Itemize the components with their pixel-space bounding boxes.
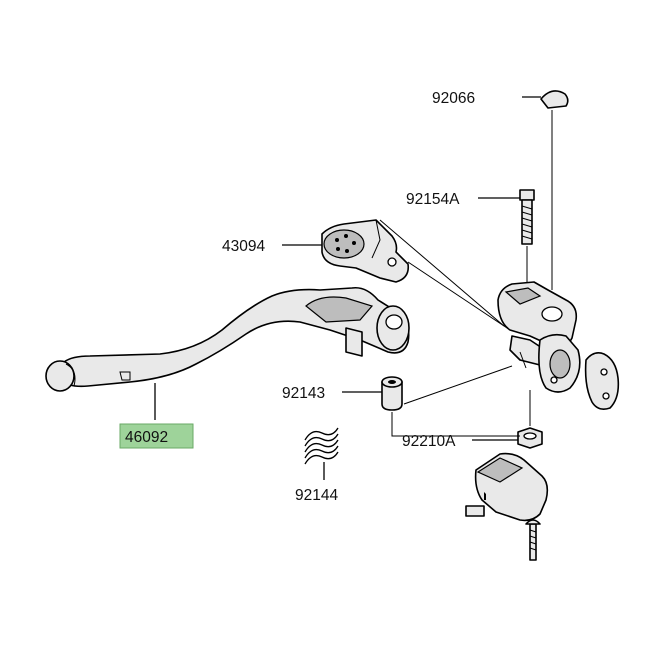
- label-92066: 92066: [432, 90, 475, 107]
- clutch-switch[interactable]: [465, 452, 549, 561]
- label-46092[interactable]: 46092: [125, 429, 168, 446]
- lever-perch-mount[interactable]: [497, 281, 620, 410]
- label-92144: 92144: [295, 487, 338, 504]
- part-92143-spacer[interactable]: [342, 376, 403, 411]
- highlight-46092: [119, 423, 194, 449]
- label-43094: 43094: [222, 238, 265, 255]
- lever-ball-end: [45, 360, 76, 392]
- part-92210A-nut[interactable]: [472, 390, 543, 449]
- label-92154A: 92154A: [406, 191, 460, 208]
- assembly-guide-lines: [379, 219, 520, 437]
- part-43094-holder[interactable]: [282, 219, 410, 283]
- label-92143: 92143: [282, 385, 325, 402]
- part-92066-cap[interactable]: [522, 90, 569, 290]
- part-92154A-bolt[interactable]: [478, 189, 535, 285]
- part-46092-lever[interactable]: [59, 286, 410, 420]
- part-92144-spring[interactable]: [304, 427, 339, 480]
- label-92210A: 92210A: [402, 433, 456, 450]
